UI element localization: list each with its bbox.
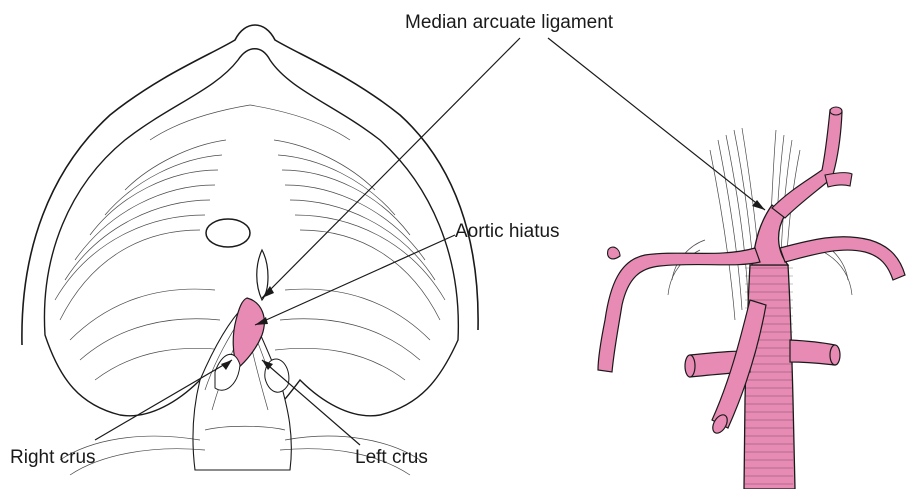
aorta-right-view [598,107,905,489]
renal-artery-left [790,340,835,365]
label-left-crus: Left crus [355,448,428,467]
diaphragm-left-view [22,25,478,475]
caval-foramen [206,219,250,247]
label-aortic-hiatus: Aortic hiatus [455,222,560,241]
label-right-crus: Right crus [10,448,96,467]
splenic-artery [780,237,905,280]
label-median-arcuate-ligament: Median arcuate ligament [405,13,613,32]
left-gastric-artery [772,110,842,218]
leader-median-to-aorta [548,38,765,210]
